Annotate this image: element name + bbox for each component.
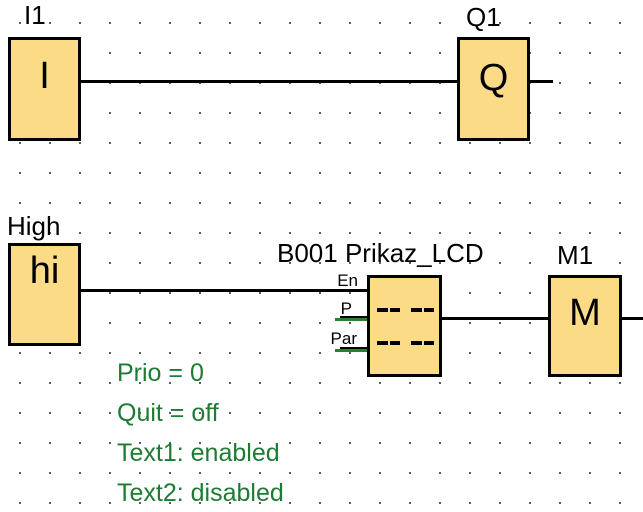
comment-line-quit: Quit = off: [117, 399, 219, 427]
parameter-comment-text[interactable]: Prio = 0 Quit = off Text1: enabled Text2…: [117, 353, 284, 512]
pin-p-stub[interactable]: [335, 318, 367, 321]
block-symbol-high: hi: [29, 250, 60, 292]
wire-b001-to-m1[interactable]: [442, 317, 548, 320]
comment-line-prio: Prio = 0: [117, 359, 204, 387]
comment-line-text1: Text1: enabled: [117, 439, 280, 467]
block-label-high: High: [7, 211, 61, 241]
message-text-block-b001[interactable]: [367, 275, 442, 377]
pin-label-en[interactable]: En: [337, 271, 358, 290]
pin-label-par[interactable]: Par: [330, 329, 357, 348]
block-label-i1: I1: [24, 0, 46, 30]
block-label-m1: M1: [557, 240, 594, 270]
wire-q1-output-stub[interactable]: [530, 80, 553, 83]
output-block-q1[interactable]: Q: [457, 37, 530, 141]
pin-p-underline: [340, 316, 367, 318]
constant-block-high[interactable]: hi: [8, 243, 81, 346]
block-symbol-i1: I: [39, 55, 50, 97]
wire-m1-output-stub[interactable]: [622, 317, 643, 320]
pin-par-underline: [340, 347, 367, 349]
message-text-preview-row-2: [377, 341, 434, 345]
block-label-q1: Q1: [466, 2, 501, 32]
block-symbol-m1: M: [569, 292, 601, 334]
block-symbol-q1: Q: [478, 57, 509, 99]
wire-i1-to-q1[interactable]: [81, 80, 458, 83]
input-block-i1[interactable]: I: [8, 37, 81, 141]
pin-par-stub[interactable]: [335, 349, 367, 352]
comment-line-text2: Text2: disabled: [117, 479, 284, 507]
pin-label-p[interactable]: P: [340, 299, 352, 318]
block-label-b001: B001 Prikaz_LCD: [277, 238, 484, 268]
wire-high-to-b001-en[interactable]: [81, 289, 367, 292]
flag-block-m1[interactable]: M: [548, 275, 622, 377]
message-text-preview-row-1: [377, 308, 434, 312]
